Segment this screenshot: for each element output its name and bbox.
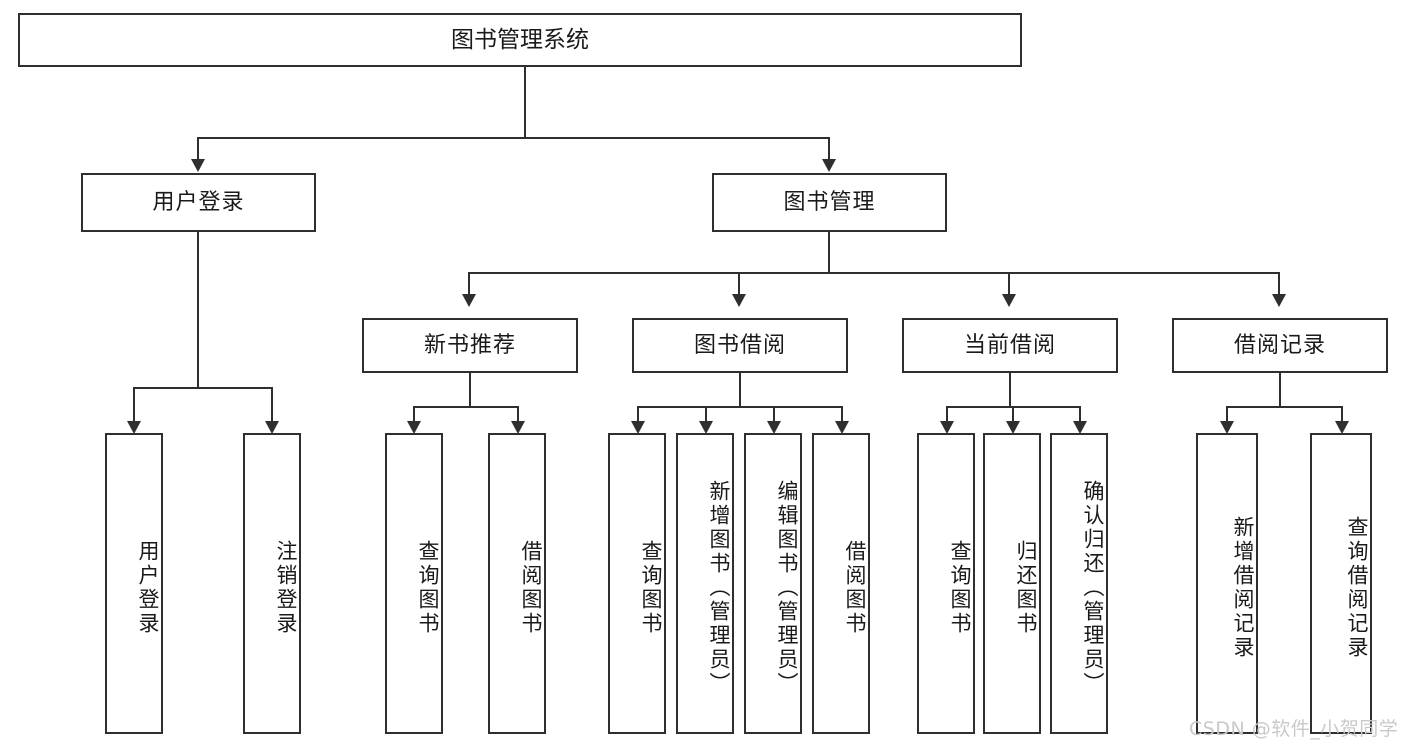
connector-borrow-records-stem xyxy=(1279,373,1281,406)
arrow-borrow-records-to-leaf-1 xyxy=(1220,421,1234,434)
connector-user-login-stem xyxy=(197,232,199,387)
node-label: 借阅图书 xyxy=(843,539,867,636)
watermark-text: CSDN @软件_小贺同学 xyxy=(1189,718,1399,740)
node-label: 确认归还（管理员） xyxy=(1081,479,1105,696)
arrow-book-borrow-to-leaf-3 xyxy=(767,421,781,434)
node-label: 查询图书 xyxy=(948,539,972,636)
connector-new-book-stem xyxy=(469,373,471,406)
arrow-borrow-records-to-leaf-2 xyxy=(1335,421,1349,434)
connector-book-manage-to-borrow xyxy=(738,272,740,296)
connector-root-to-book-manage xyxy=(828,137,830,161)
connector-root-to-user-login xyxy=(197,137,199,161)
node-label: 新增借阅记录 xyxy=(1231,515,1255,660)
connector-book-borrow-to-leaf-3 xyxy=(773,406,775,423)
arrow-current-borrow-to-leaf-3 xyxy=(1073,421,1087,434)
node-label: 查询借阅记录 xyxy=(1345,515,1369,660)
leaf-book-borrow-edit[interactable]: 编辑图书（管理员） xyxy=(744,433,802,734)
connector-book-borrow-to-leaf-1 xyxy=(637,406,639,423)
node-current-borrow[interactable]: 当前借阅 xyxy=(902,318,1118,373)
connector-book-borrow-to-leaf-4 xyxy=(841,406,843,423)
node-borrow-records[interactable]: 借阅记录 xyxy=(1172,318,1388,373)
leaf-current-borrow-return[interactable]: 归还图书 xyxy=(983,433,1041,734)
leaf-book-borrow-add[interactable]: 新增图书（管理员） xyxy=(676,433,734,734)
leaf-user-login-login[interactable]: 用户登录 xyxy=(105,433,163,734)
arrow-book-borrow-to-leaf-4 xyxy=(835,421,849,434)
arrow-book-manage-to-new-book xyxy=(462,294,476,307)
node-book-borrow[interactable]: 图书借阅 xyxy=(632,318,848,373)
arrow-book-manage-to-borrow xyxy=(732,294,746,307)
connector-borrow-records-bus xyxy=(1226,406,1341,408)
connector-book-borrow-stem xyxy=(739,373,741,406)
node-label: 借阅记录 xyxy=(1233,332,1326,358)
connector-current-borrow-to-leaf-1 xyxy=(946,406,948,423)
node-label: 归还图书 xyxy=(1014,539,1038,636)
arrow-book-manage-to-records xyxy=(1272,294,1286,307)
arrow-root-to-book-manage xyxy=(822,159,836,172)
node-label: 新增图书（管理员） xyxy=(707,479,731,696)
connector-user-login-bus xyxy=(133,387,271,389)
arrow-book-borrow-to-leaf-2 xyxy=(699,421,713,434)
node-label: 编辑图书（管理员） xyxy=(775,479,799,696)
connector-root-bus xyxy=(197,137,829,139)
arrow-new-book-to-leaf-1 xyxy=(407,421,421,434)
connector-current-borrow-stem xyxy=(1009,373,1011,406)
leaf-book-borrow-query[interactable]: 查询图书 xyxy=(608,433,666,734)
leaf-book-borrow-borrow[interactable]: 借阅图书 xyxy=(812,433,870,734)
leaf-records-query[interactable]: 查询借阅记录 xyxy=(1310,433,1372,734)
node-label: 查询图书 xyxy=(639,539,663,636)
arrow-root-to-user-login xyxy=(191,159,205,172)
connector-book-manage-stem xyxy=(828,232,830,272)
node-label: 当前借阅 xyxy=(963,332,1056,358)
connector-root-stem xyxy=(524,67,526,137)
leaf-records-add[interactable]: 新增借阅记录 xyxy=(1196,433,1258,734)
connector-current-borrow-to-leaf-2 xyxy=(1012,406,1014,423)
node-book-management[interactable]: 图书管理 xyxy=(712,173,947,232)
csdn-watermark: CSDN @软件_小贺同学 xyxy=(1189,714,1398,741)
node-label: 查询图书 xyxy=(416,539,440,636)
node-label: 图书管理系统 xyxy=(451,26,589,53)
node-new-book-recommend[interactable]: 新书推荐 xyxy=(362,318,578,373)
arrow-current-borrow-to-leaf-1 xyxy=(940,421,954,434)
node-label: 图书借阅 xyxy=(693,332,786,358)
node-label: 图书管理 xyxy=(783,189,876,215)
arrow-book-borrow-to-leaf-1 xyxy=(631,421,645,434)
connector-book-manage-to-new-book xyxy=(468,272,470,296)
arrow-user-login-to-leaf-2 xyxy=(265,421,279,434)
connector-borrow-records-to-leaf-2 xyxy=(1341,406,1343,423)
node-root-system[interactable]: 图书管理系统 xyxy=(18,13,1022,67)
leaf-new-book-borrow[interactable]: 借阅图书 xyxy=(488,433,546,734)
arrow-current-borrow-to-leaf-2 xyxy=(1006,421,1020,434)
connector-book-manage-bus xyxy=(468,272,1280,274)
node-label: 借阅图书 xyxy=(519,539,543,636)
arrow-user-login-to-leaf-1 xyxy=(127,421,141,434)
connector-user-login-to-leaf-2 xyxy=(271,387,273,423)
leaf-new-book-query[interactable]: 查询图书 xyxy=(385,433,443,734)
arrow-new-book-to-leaf-2 xyxy=(511,421,525,434)
node-user-login[interactable]: 用户登录 xyxy=(81,173,316,232)
connector-book-borrow-bus xyxy=(637,406,843,408)
leaf-user-login-logout[interactable]: 注销登录 xyxy=(243,433,301,734)
leaf-current-borrow-confirm-return[interactable]: 确认归还（管理员） xyxy=(1050,433,1108,734)
connector-user-login-to-leaf-1 xyxy=(133,387,135,423)
connector-book-borrow-to-leaf-2 xyxy=(705,406,707,423)
connector-current-borrow-to-leaf-3 xyxy=(1079,406,1081,423)
node-label: 注销登录 xyxy=(274,539,298,636)
connector-borrow-records-to-leaf-1 xyxy=(1226,406,1228,423)
leaf-current-borrow-query[interactable]: 查询图书 xyxy=(917,433,975,734)
connector-book-manage-to-current xyxy=(1008,272,1010,296)
connector-book-manage-to-records xyxy=(1278,272,1280,296)
arrow-book-manage-to-current xyxy=(1002,294,1016,307)
node-label: 用户登录 xyxy=(152,189,245,215)
node-label: 用户登录 xyxy=(136,539,160,636)
connector-new-book-bus xyxy=(413,406,517,408)
node-label: 新书推荐 xyxy=(423,332,516,358)
connector-new-book-to-leaf-1 xyxy=(413,406,415,423)
connector-new-book-to-leaf-2 xyxy=(517,406,519,423)
